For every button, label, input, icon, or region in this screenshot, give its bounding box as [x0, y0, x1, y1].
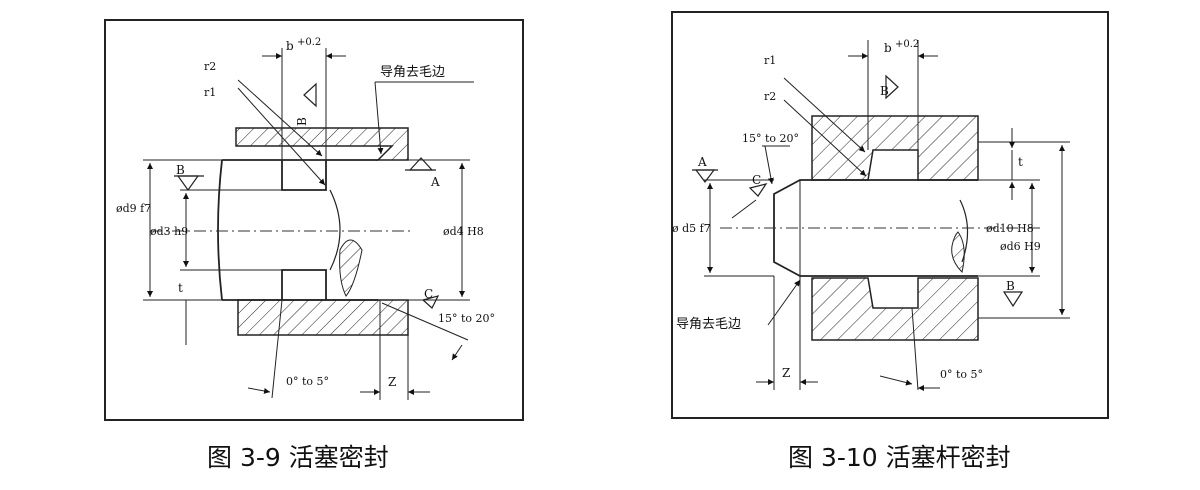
r2-label: r2 [204, 60, 216, 73]
chamfer-angle-label: 15° to 20° [742, 132, 799, 145]
d5-dim-label: ø d5 f7 [672, 222, 711, 235]
surface-b-left-label: B [176, 163, 185, 177]
surface-symbols [692, 74, 1024, 308]
d10-dim-label: ød10 H8 [986, 222, 1034, 235]
rod-seal-drawing: b +0.2 r1 r2 B 15° to 20° A C t ø d5 f7 … [671, 11, 1109, 419]
surface-a-label: A [430, 175, 440, 189]
b-tolerance-label: +0.2 [895, 39, 919, 50]
t-dim-label: t [178, 281, 183, 295]
chamfer-note-label: 导角去毛边 [380, 65, 445, 80]
chamfer-angle-label: 15° to 20° [438, 312, 495, 325]
d9-dim-label: ød9 f7 [116, 202, 151, 215]
figure-3-10-caption: 图 3-10 活塞杆密封 [788, 443, 1011, 472]
z-dim-label: Z [782, 366, 790, 380]
z-dim-label: Z [388, 375, 396, 389]
frame [104, 19, 524, 421]
r2-label: r2 [764, 90, 776, 103]
piston-body [217, 159, 378, 301]
surface-symbols [174, 82, 440, 309]
d6-dim-label: ød6 H9 [1000, 240, 1041, 253]
figure-3-10: b +0.2 r1 r2 B 15° to 20° A C t ø d5 f7 … [600, 0, 1200, 490]
housing-bottom [237, 299, 409, 336]
t-dim-label: t [1018, 155, 1023, 169]
surface-c-label: C [424, 287, 433, 301]
housing-top [235, 127, 409, 161]
surface-c-label: C [752, 173, 761, 187]
chamfer-note-label: 导角去毛边 [676, 317, 741, 332]
dimension-lines [143, 48, 474, 400]
b-dim-label: b [884, 41, 892, 55]
d3-dim-label: ød3 h9 [150, 225, 188, 238]
wall-angle-label: 0° to 5° [286, 375, 329, 388]
housing-top [811, 115, 979, 181]
d4-dim-label: ød4 H8 [443, 225, 484, 238]
r1-label: r1 [764, 54, 776, 67]
surface-b-top-label: B [880, 84, 889, 98]
housing-bottom [811, 277, 979, 341]
dimension-lines [704, 40, 1070, 391]
r1-label: r1 [204, 86, 216, 99]
b-dim-label: b [286, 39, 294, 53]
surface-b-top-label: B [295, 117, 309, 126]
figure-3-9-caption: 图 3-9 活塞密封 [207, 443, 389, 472]
figure-3-9: b +0.2 r2 r1 导角去毛边 B A B C ød9 f7 ød3 h9… [104, 19, 524, 472]
wall-angle-label: 0° to 5° [940, 368, 983, 381]
b-tolerance-label: +0.2 [297, 37, 321, 48]
piston-seal-drawing: b +0.2 r2 r1 导角去毛边 B A B C ød9 f7 ød3 h9… [104, 19, 524, 421]
surface-a-label: A [697, 155, 707, 169]
frame [671, 11, 1109, 419]
surface-b-right-label: B [1006, 279, 1015, 293]
